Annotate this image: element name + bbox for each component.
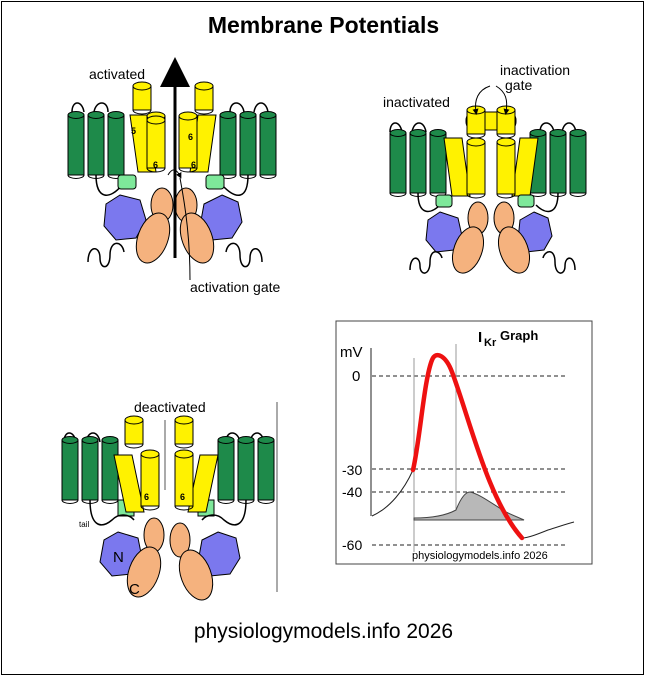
inactivation-gate-label-2: gate <box>505 77 533 93</box>
graph-title-main: I <box>478 329 482 346</box>
y-tick-minus60: -60 <box>342 537 362 553</box>
activated-state-label: activated <box>89 66 146 82</box>
inactivated-state-label: inactivated <box>383 94 450 110</box>
graph-watermark: physiologymodels.info 2026 <box>412 550 548 562</box>
helix-label: 6 <box>144 492 149 502</box>
y-tick-minus30: -30 <box>342 462 362 478</box>
graph-title-sub: Kr <box>484 337 497 349</box>
activation-gate-label: activation gate <box>190 279 281 295</box>
ikr-current-area <box>413 491 525 521</box>
c-domain-label: C <box>129 581 140 598</box>
y-unit-label: mV <box>340 344 363 361</box>
helix-label: 6 <box>153 160 158 170</box>
y-tick-minus40: -40 <box>342 484 362 500</box>
deactivated-state-label: deactivated <box>134 399 206 415</box>
helix-label: 6 <box>180 492 185 502</box>
n-domain-label: N <box>113 549 124 566</box>
inactivation-gate-label-1: inactivation <box>500 62 571 78</box>
helix-label: 5 <box>131 126 136 136</box>
graph-title-rest: Graph <box>500 328 538 343</box>
y-tick-0: 0 <box>352 368 360 385</box>
tail-label: tail <box>79 520 89 529</box>
page-footer: physiologymodels.info 2026 <box>193 620 454 643</box>
helix-label: 6 <box>191 160 196 170</box>
action-potential-curve <box>410 352 525 541</box>
helix-label: 6 <box>188 132 193 142</box>
page-title: Membrane Potentials <box>207 12 440 38</box>
